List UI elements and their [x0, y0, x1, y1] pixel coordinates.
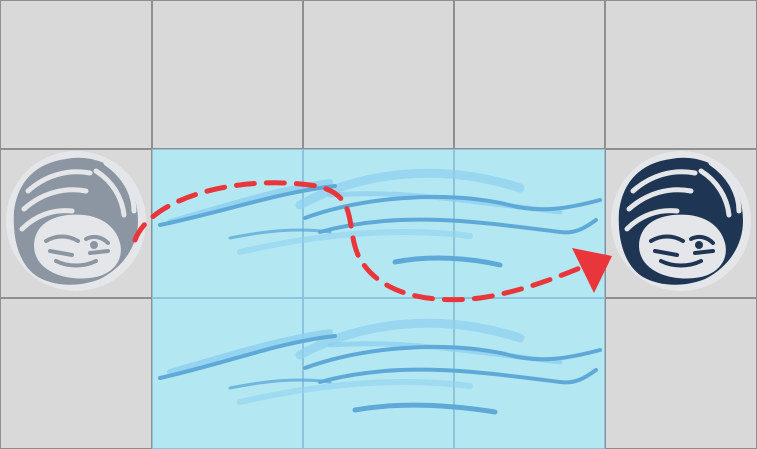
cell-r1-c3[interactable]: [303, 0, 454, 149]
cell-r3-c5[interactable]: [605, 298, 757, 449]
river-cell-r3-c4[interactable]: [454, 298, 605, 449]
tiger-icon[interactable]: [6, 151, 146, 291]
river-cell-r2-c3[interactable]: [303, 149, 454, 298]
river-cell-r3-c3[interactable]: [303, 298, 454, 449]
cell-r1-c4[interactable]: [454, 0, 605, 149]
cell-r1-c5[interactable]: [605, 0, 757, 149]
river-cell-r2-c4[interactable]: [454, 149, 605, 298]
river-cell-r2-c2[interactable]: [152, 149, 303, 298]
cell-r1-c2[interactable]: [152, 0, 303, 149]
river-cell-r3-c2[interactable]: [152, 298, 303, 449]
cell-r3-c1[interactable]: [0, 298, 152, 449]
tiger-icon[interactable]: [611, 151, 751, 291]
cell-r1-c1[interactable]: [0, 0, 152, 149]
